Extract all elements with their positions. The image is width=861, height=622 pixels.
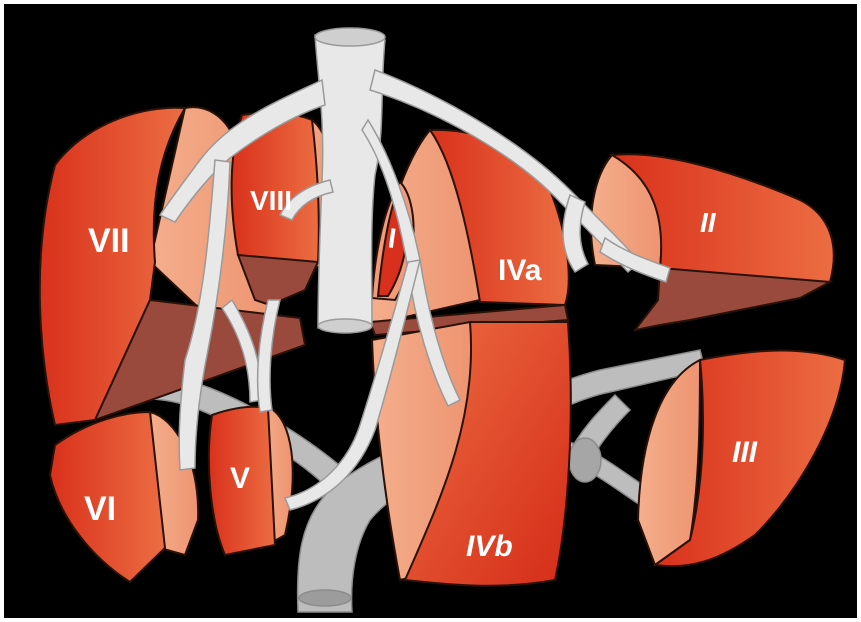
label-segment-vii: VII xyxy=(88,222,130,260)
label-segment-viii: VIII xyxy=(250,185,292,216)
label-segment-ii: II xyxy=(700,207,717,238)
segment-v xyxy=(209,407,293,555)
label-segment-iva: IVa xyxy=(498,254,542,287)
label-segment-vi: VI xyxy=(84,490,116,528)
label-segment-v: V xyxy=(230,462,250,495)
label-segment-ivb: IVb xyxy=(466,530,513,563)
label-segment-iii: III xyxy=(732,436,758,469)
